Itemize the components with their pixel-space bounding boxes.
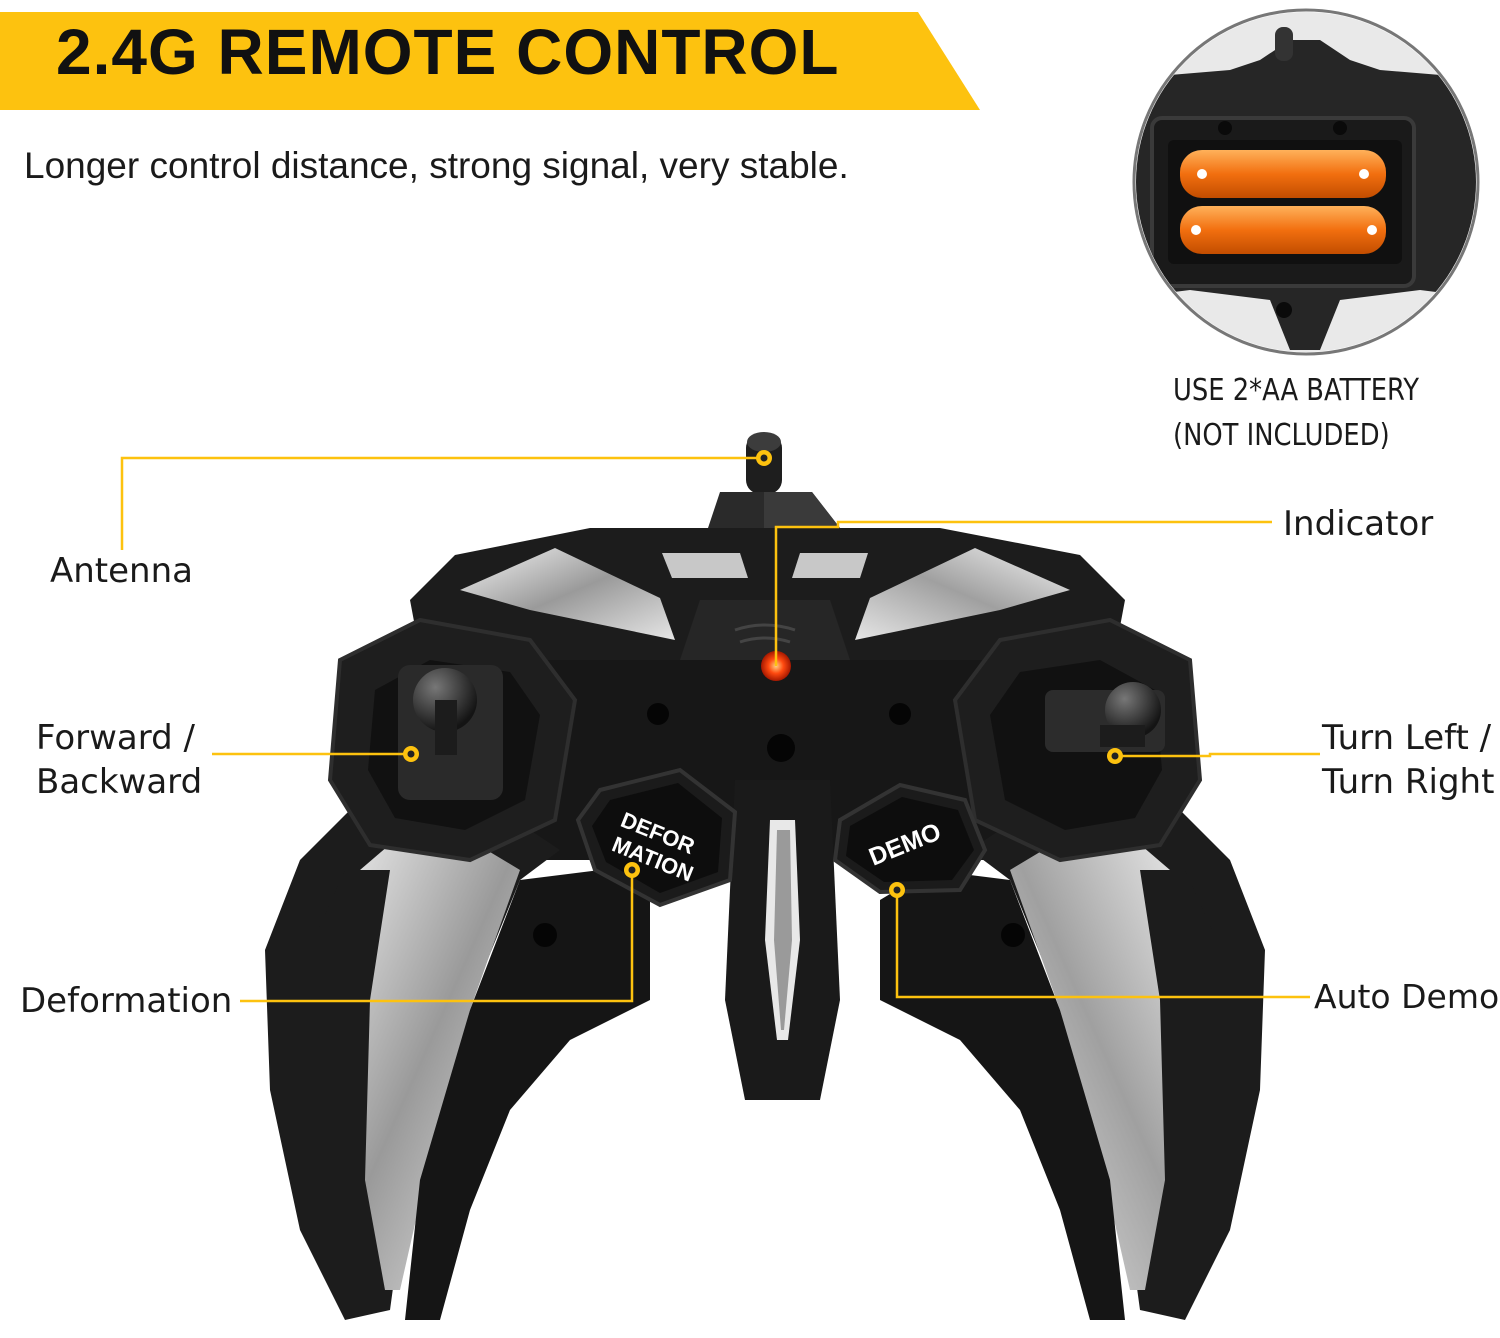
battery-note-line-1: USE 2*AA BATTERY bbox=[1173, 373, 1420, 408]
callout-deformation: Deformation bbox=[20, 981, 233, 1021]
callout-forward-line-2: Backward bbox=[36, 762, 203, 802]
callout-turn-line-2: Turn Right bbox=[1322, 762, 1495, 802]
battery-note-line-2: (NOT INCLUDED) bbox=[1173, 418, 1390, 453]
title-banner bbox=[0, 12, 980, 110]
callout-auto-demo: Auto Demo bbox=[1314, 977, 1500, 1016]
callout-forward-line-1: Forward / bbox=[36, 718, 195, 758]
battery-note: USE 2*AA BATTERY (NOT INCLUDED) bbox=[1173, 368, 1419, 458]
battery-compartment-inset bbox=[1132, 8, 1480, 356]
callout-dots bbox=[403, 450, 1123, 898]
callout-forward-backward: Forward / Backward bbox=[36, 716, 202, 804]
callout-indicator: Indicator bbox=[1283, 504, 1434, 544]
page-title: 2.4G REMOTE CONTROL bbox=[56, 16, 840, 88]
deformation-button bbox=[575, 767, 738, 908]
remote-controller bbox=[265, 432, 1265, 1320]
callout-turn-line-1: Turn Left / bbox=[1322, 718, 1492, 758]
callout-antenna: Antenna bbox=[50, 551, 193, 591]
callout-turn-left-right: Turn Left / Turn Right bbox=[1322, 716, 1494, 804]
demo-button bbox=[832, 782, 988, 895]
page-subtitle: Longer control distance, strong signal, … bbox=[24, 145, 849, 186]
callout-lines bbox=[120, 456, 1320, 1003]
